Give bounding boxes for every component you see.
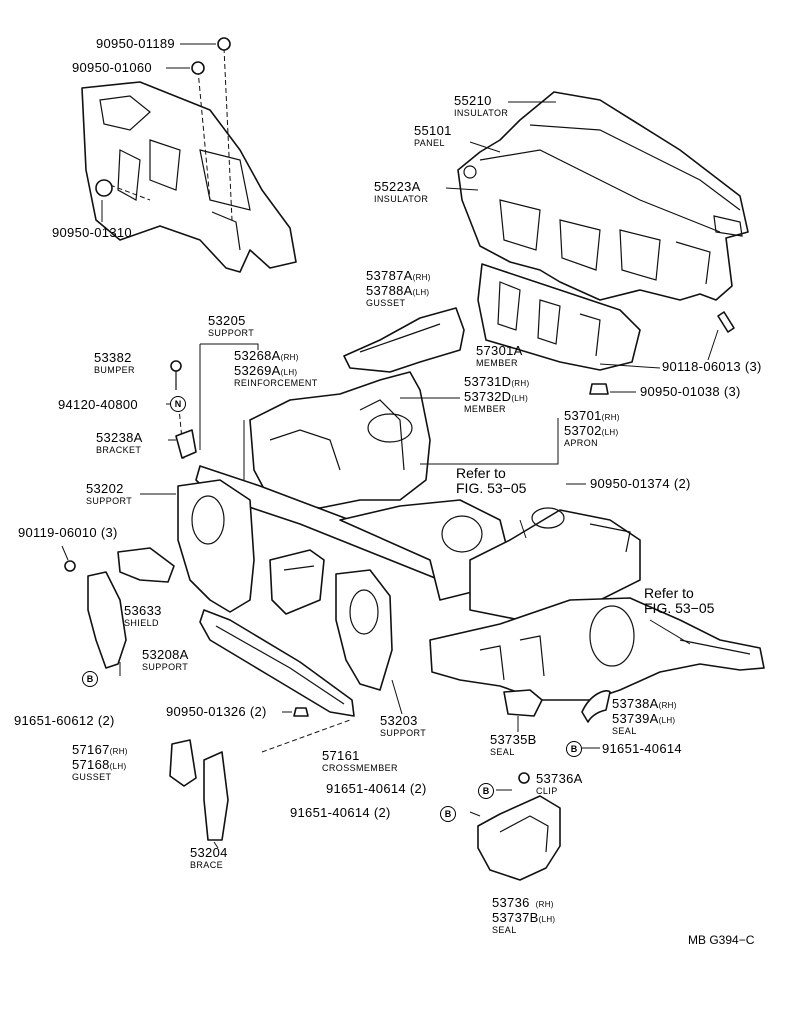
- part-label-91651-40614-lower: 91651-40614 (2): [290, 805, 391, 820]
- part-label-91651-40614-upper: 91651-40614 (2): [326, 781, 427, 796]
- crossmember-57161-drawing: [199, 609, 355, 717]
- figure-reference-right: Refer to FIG. 53−05: [644, 585, 715, 617]
- part-name-53737b: SEAL: [492, 925, 517, 935]
- part-label-53736: 53736(RH): [492, 895, 554, 910]
- part-name-53702: APRON: [564, 438, 599, 448]
- callout-b-lower: B: [440, 806, 456, 822]
- part-label-57161: 57161: [322, 748, 360, 763]
- part-label-90950-01060: 90950-01060: [72, 60, 152, 75]
- figure-reference-upper: Refer to FIG. 53−05: [456, 465, 527, 497]
- part-label-53238a: 53238A: [96, 430, 143, 445]
- part-label-53268a: 53268A(RH): [234, 348, 299, 363]
- callout-b-center: B: [478, 783, 494, 799]
- engine-compartment-frame-drawing: [195, 371, 641, 621]
- figure-reference-right-line1: Refer to: [644, 585, 694, 601]
- part-label-90950-01310: 90950-01310: [52, 225, 132, 240]
- part-label-90950-01038: 90950-01038 (3): [640, 384, 741, 399]
- part-label-53701: 53701(RH): [564, 408, 620, 423]
- part-name-55210: INSULATOR: [454, 108, 509, 118]
- figure-reference-right-line2: FIG. 53−05: [644, 600, 715, 617]
- seal-53738a-drawing: [581, 690, 611, 723]
- part-name-57168: GUSSET: [72, 772, 112, 782]
- part-label-94120-40800: 94120-40800: [58, 397, 138, 412]
- support-53203-drawing: [335, 569, 393, 691]
- part-name-53739a: SEAL: [612, 726, 637, 736]
- part-name-57301a: MEMBER: [476, 358, 518, 368]
- part-name-53788a: GUSSET: [366, 298, 406, 308]
- diagram-page-code: MB G394−C: [688, 933, 755, 947]
- callout-b-right: B: [566, 741, 582, 757]
- dash-panel-assembly-drawing: [457, 91, 749, 301]
- part-name-53204: BRACE: [190, 860, 224, 870]
- part-label-53208a: 53208A: [142, 647, 189, 662]
- part-name-55101: PANEL: [414, 138, 445, 148]
- support-53202-drawing: [61, 479, 255, 669]
- part-label-90950-01326: 90950-01326 (2): [166, 704, 267, 719]
- part-label-53731d: 53731D(RH): [464, 374, 530, 389]
- part-label-53269a: 53269A(LH): [234, 363, 298, 378]
- seal-53736-drawing: [477, 795, 561, 881]
- part-label-90950-01189: 90950-01189: [96, 36, 175, 51]
- part-label-90950-01374: 90950-01374 (2): [590, 476, 691, 491]
- part-label-53736a: 53736A: [536, 771, 583, 786]
- part-label-57168: 57168(LH): [72, 757, 127, 772]
- part-name-53736a: CLIP: [536, 786, 558, 796]
- part-label-55101: 55101: [414, 123, 452, 138]
- callout-b-left: B: [82, 671, 98, 687]
- member-57301a-drawing: [477, 263, 641, 371]
- part-name-53238a: BRACKET: [96, 445, 142, 455]
- figure-reference-upper-line2: FIG. 53−05: [456, 480, 527, 497]
- part-label-53702: 53702(LH): [564, 423, 619, 438]
- part-name-53208a: SUPPORT: [142, 662, 189, 672]
- gusset-57167-drawing: [169, 739, 197, 787]
- part-label-55210: 55210: [454, 93, 492, 108]
- part-label-91651-60612: 91651-60612 (2): [14, 713, 115, 728]
- part-name-53633: SHIELD: [124, 618, 159, 628]
- part-name-53735b: SEAL: [490, 747, 515, 757]
- part-label-91651-40614: 91651-40614: [602, 741, 682, 756]
- brace-53204-drawing: [203, 751, 229, 841]
- part-name-55223a: INSULATOR: [374, 194, 429, 204]
- part-name-53732d: MEMBER: [464, 404, 506, 414]
- part-label-53737b: 53737B(LH): [492, 910, 556, 925]
- part-label-53633: 53633: [124, 603, 162, 618]
- part-label-53738a: 53738A(RH): [612, 696, 677, 711]
- apron-53701-drawing: [429, 597, 765, 701]
- part-label-53787a: 53787A(RH): [366, 268, 431, 283]
- part-label-53735b: 53735B: [490, 732, 537, 747]
- part-name-57161: CROSSMEMBER: [322, 763, 398, 773]
- part-name-53202: SUPPORT: [86, 496, 133, 506]
- part-name-53205: SUPPORT: [208, 328, 255, 338]
- part-label-57167: 57167(RH): [72, 742, 128, 757]
- part-label-90118-06013: 90118-06013 (3): [662, 359, 762, 374]
- part-label-90119-06010: 90119-06010 (3): [18, 525, 118, 540]
- part-name-53203: SUPPORT: [380, 728, 427, 738]
- seal-53735b-drawing: [503, 689, 543, 717]
- part-label-53788a: 53788A(LH): [366, 283, 430, 298]
- part-label-53204: 53204: [190, 845, 228, 860]
- part-label-53202: 53202: [86, 481, 124, 496]
- part-label-53739a: 53739A(LH): [612, 711, 676, 726]
- figure-reference-upper-line1: Refer to: [456, 465, 506, 481]
- part-label-53382: 53382: [94, 350, 132, 365]
- dash-panel-upper-left-drawing: [81, 81, 297, 273]
- part-label-53205: 53205: [208, 313, 246, 328]
- gusset-53787a-drawing: [343, 307, 465, 373]
- part-name-53269a: REINFORCEMENT: [234, 378, 318, 388]
- part-name-53382: BUMPER: [94, 365, 135, 375]
- part-label-53203: 53203: [380, 713, 418, 728]
- part-label-53732d: 53732D(LH): [464, 389, 529, 404]
- nut-callout-n: N: [170, 396, 186, 412]
- part-label-57301a: 57301A: [476, 343, 523, 358]
- part-label-55223a: 55223A: [374, 179, 421, 194]
